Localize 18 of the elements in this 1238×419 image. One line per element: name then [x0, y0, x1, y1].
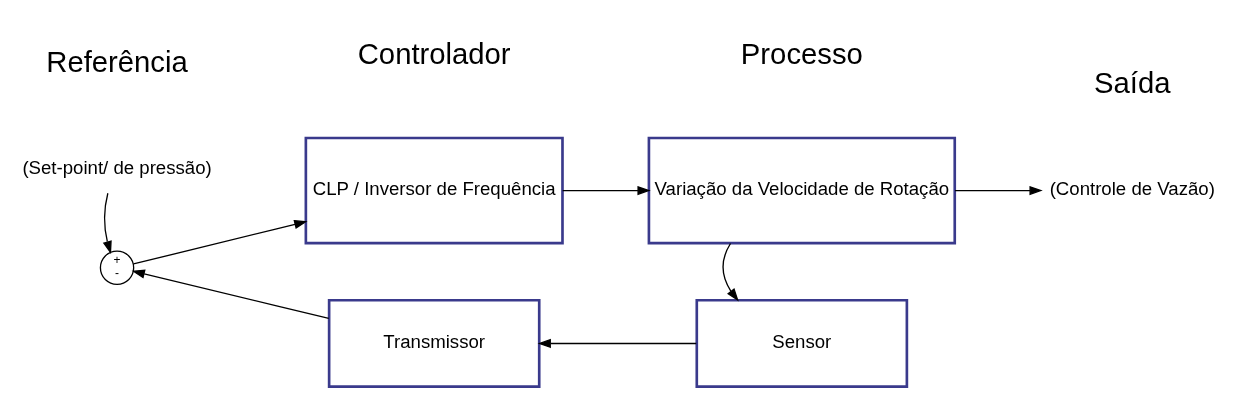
- node-box: CLP / Inversor de Frequência: [304, 136, 564, 245]
- arrow: [562, 185, 651, 196]
- arrow: [132, 219, 308, 265]
- node-box: Transmissor: [327, 298, 541, 388]
- arrow: [954, 185, 1043, 196]
- label: Saída: [1094, 66, 1171, 99]
- label: Referência: [46, 45, 188, 78]
- node-box: Variação da Velocidade de Rotação: [647, 136, 957, 245]
- arrow: [102, 192, 112, 255]
- node-text: (Controle de Vazão): [1049, 178, 1215, 200]
- arrow: [722, 242, 739, 302]
- node-circle: + -: [99, 250, 135, 285]
- label: Processo: [740, 37, 863, 70]
- node-text: (Set-point/ de pressão): [22, 157, 212, 179]
- label: Controlador: [357, 37, 511, 70]
- arrow: [131, 269, 330, 320]
- arrow: [537, 338, 697, 349]
- node-box: Sensor: [695, 298, 909, 388]
